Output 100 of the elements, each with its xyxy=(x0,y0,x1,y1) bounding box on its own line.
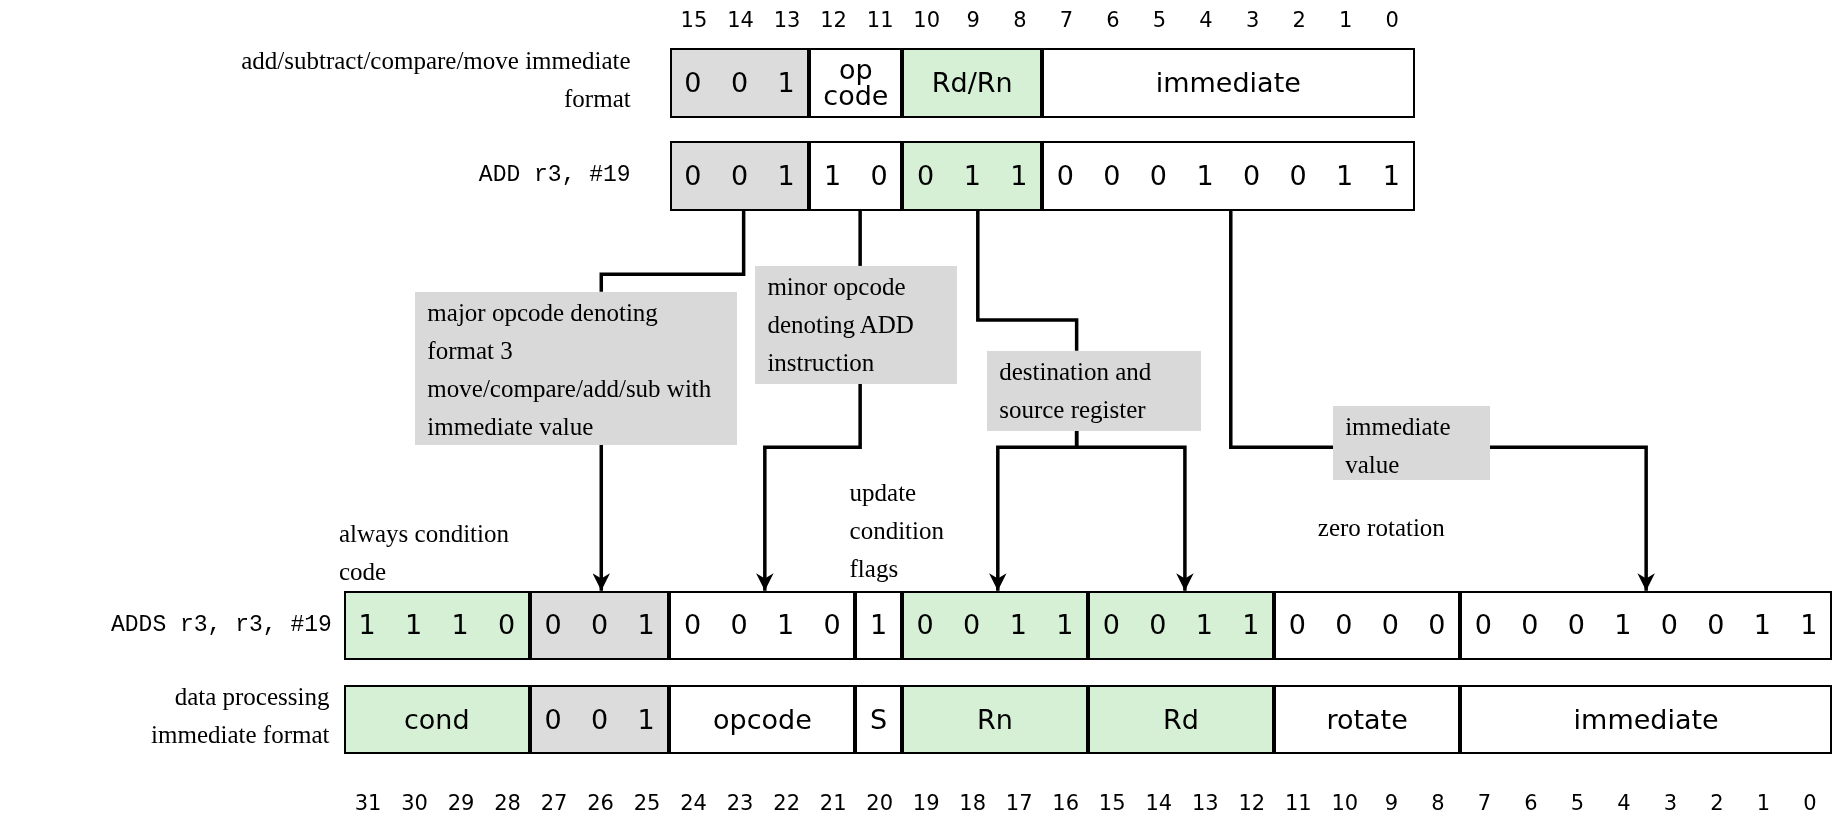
bit-field xyxy=(1088,684,1275,755)
bit-number: 13 xyxy=(1190,790,1220,818)
bit-number: 29 xyxy=(446,790,476,818)
bit-field xyxy=(901,590,1088,661)
bit-number: 5 xyxy=(1151,6,1168,34)
bit-number: 2 xyxy=(1291,6,1307,34)
bit-field xyxy=(1042,141,1415,211)
field-text: immediate xyxy=(1155,69,1301,96)
callout-box: major opcode denoting format 3 move/compare/add/sub with immediate value xyxy=(415,291,737,445)
bit-number: 13 xyxy=(772,6,802,34)
bit-field xyxy=(343,590,530,661)
annotation-text: zero rotation xyxy=(1317,513,1446,544)
field-text: 1 0 xyxy=(824,162,888,189)
connector-arrow xyxy=(756,383,862,591)
bit-number: 14 xyxy=(1144,790,1174,818)
field-text: Rn xyxy=(977,706,1013,733)
field-text: rotate xyxy=(1326,706,1408,733)
field-text: 0 0 1 0 xyxy=(684,612,841,639)
field-text: Rd xyxy=(1163,706,1199,733)
bit-field xyxy=(855,590,902,661)
bit-number: 11 xyxy=(1283,790,1313,818)
bit-number: 25 xyxy=(632,790,662,818)
field-text: 0 0 0 1 0 0 1 1 xyxy=(1474,612,1818,639)
bit-number: 21 xyxy=(818,790,848,818)
bit-field xyxy=(1088,590,1275,661)
bit-field xyxy=(1460,684,1833,755)
bit-number: 6 xyxy=(1105,6,1121,34)
bit-number: 8 xyxy=(1430,790,1446,818)
annotation-text: update condition flags xyxy=(849,478,945,585)
bit-number: 20 xyxy=(865,790,895,818)
bit-number: 3 xyxy=(1662,790,1679,818)
field-text: 0 0 1 xyxy=(684,162,795,189)
bit-number: 8 xyxy=(1012,6,1028,34)
bit-field xyxy=(902,48,1043,118)
bit-field xyxy=(1274,590,1461,661)
connector-arrow xyxy=(1074,430,1194,591)
bit-number: 1 xyxy=(1338,6,1354,34)
bit-field xyxy=(343,684,530,755)
bit-number: 3 xyxy=(1244,6,1261,34)
bit-field xyxy=(1460,590,1833,661)
bit-number: 0 xyxy=(1384,6,1400,34)
field-text: immediate xyxy=(1573,706,1719,733)
bit-number: 10 xyxy=(912,6,942,34)
bit-number: 6 xyxy=(1523,790,1539,818)
bit-number: 11 xyxy=(865,6,895,34)
bit-number: 10 xyxy=(1330,790,1360,818)
bit-field xyxy=(855,684,902,755)
bit-number: 16 xyxy=(1051,790,1081,818)
instruction-text: ADD r3, #19 xyxy=(477,160,631,190)
bit-number: 31 xyxy=(353,790,383,818)
field-text: opcode xyxy=(713,706,812,733)
bit-number: 17 xyxy=(1004,790,1034,818)
field-text: 0 0 0 1 0 0 1 1 xyxy=(1056,162,1400,189)
bit-field xyxy=(669,590,856,661)
bit-number: 7 xyxy=(1476,790,1493,818)
bit-number: 28 xyxy=(493,790,522,818)
field-text: 0 0 1 1 xyxy=(916,612,1074,639)
annotation-text: add/subtract/compare/move immediate format xyxy=(240,46,631,115)
field-text: 0 0 1 xyxy=(544,612,655,639)
bit-field xyxy=(669,684,856,755)
bit-field xyxy=(529,684,670,755)
bit-field xyxy=(901,684,1088,755)
bit-number: 9 xyxy=(1383,790,1399,818)
annotation-text: data processing immediate format xyxy=(150,681,330,750)
field-text: 0 0 0 0 xyxy=(1288,612,1446,639)
bit-number: 0 xyxy=(1802,790,1818,818)
field-text: 0 0 1 1 xyxy=(1102,612,1260,639)
bit-field xyxy=(1274,684,1461,755)
field-text: 0 1 1 xyxy=(917,162,1028,189)
bit-number: 19 xyxy=(911,790,941,818)
field-text: 1 xyxy=(870,612,888,639)
bit-number: 26 xyxy=(586,790,615,818)
field-text: 1 1 1 0 xyxy=(358,612,516,639)
bit-number: 24 xyxy=(679,790,708,818)
callout-box: destination and source register xyxy=(987,350,1202,431)
bit-number: 9 xyxy=(965,6,981,34)
bit-number: 14 xyxy=(726,6,755,34)
bit-number: 30 xyxy=(400,790,429,818)
bit-field xyxy=(669,141,810,211)
bit-number: 23 xyxy=(725,790,755,818)
bit-number: 12 xyxy=(1237,790,1267,818)
instruction-text: ADDS r3, r3, #19 xyxy=(109,611,332,641)
bit-field xyxy=(1042,48,1415,118)
bit-number: 4 xyxy=(1616,790,1632,818)
bit-number: 1 xyxy=(1755,790,1772,818)
bit-number: 5 xyxy=(1569,790,1586,818)
callout-box: immediate value xyxy=(1333,405,1490,481)
field-text: Rd/Rn xyxy=(931,69,1013,96)
bit-number: 2 xyxy=(1709,790,1725,818)
field-text: op code xyxy=(822,56,890,109)
connector-arrow xyxy=(592,444,610,591)
bit-number: 22 xyxy=(772,790,801,818)
bit-number: 27 xyxy=(539,790,569,818)
bit-field xyxy=(902,141,1043,211)
bit-number: 15 xyxy=(679,6,709,34)
field-text: cond xyxy=(403,706,470,733)
callout-box: minor opcode denoting ADD instruction xyxy=(755,265,957,384)
field-text: 0 0 1 xyxy=(684,69,795,96)
bit-number: 18 xyxy=(958,790,988,818)
bit-number: 4 xyxy=(1198,6,1214,34)
